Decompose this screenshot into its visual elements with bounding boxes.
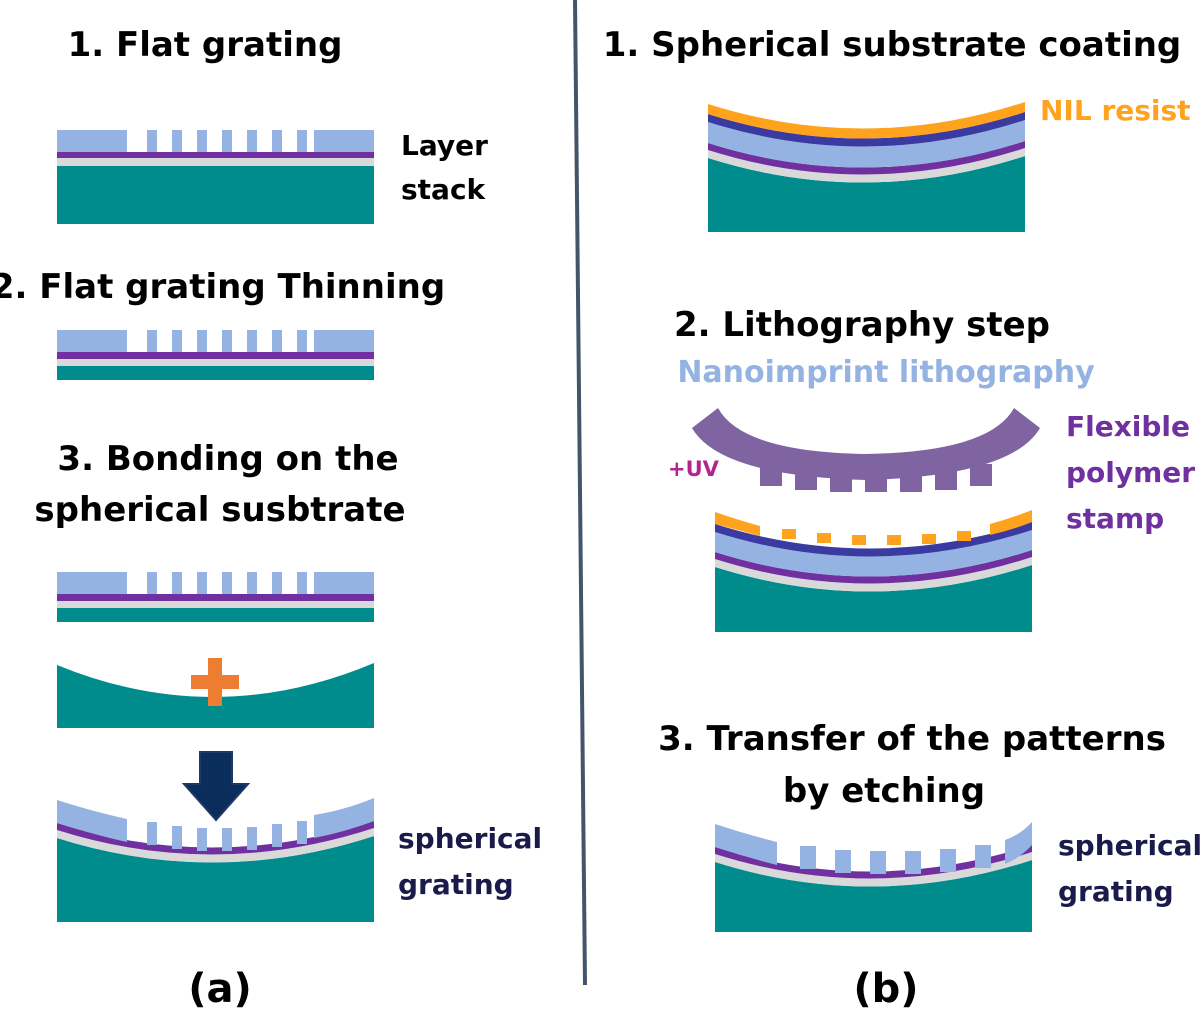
stamp-label: polymer [1066, 456, 1195, 489]
a-result-label: spherical [398, 822, 542, 855]
a-step2-title: 2. Flat grating Thinning [0, 267, 445, 307]
a-thinned-stack [57, 330, 374, 380]
a-result-label: grating [398, 868, 514, 901]
a-flat-stack [57, 130, 374, 224]
b-result-label: spherical [1058, 829, 1200, 862]
panel-label-a: (a) [188, 966, 252, 1012]
a-step3-title: spherical susbtrate [34, 490, 405, 530]
layer-stack-label: Layer [401, 129, 488, 162]
nil-resist-label: NIL resist [1040, 94, 1191, 127]
b-step3-title: 3. Transfer of the patterns [658, 719, 1166, 759]
b-step2-title: 2. Lithography step [674, 305, 1050, 345]
b-step1-title: 1. Spherical substrate coating [603, 25, 1182, 65]
nanoimprint-label: Nanoimprint lithography [677, 355, 1095, 390]
b-spherical-grating [715, 822, 1032, 932]
b-imprinted-substrate [715, 510, 1032, 632]
b-step3-title: by etching [783, 771, 985, 811]
plus-icon [191, 658, 239, 706]
stamp-label: stamp [1066, 502, 1164, 535]
a-step1-title: 1. Flat grating [68, 25, 343, 65]
panel-label-b: (b) [853, 966, 918, 1012]
panel-divider [573, 0, 587, 986]
a-spherical-substrate [57, 663, 374, 728]
polymer-stamp [692, 408, 1040, 492]
a-thinned-stack-bonding [57, 572, 374, 622]
b-result-label: grating [1058, 875, 1174, 908]
stamp-label: Flexible [1066, 410, 1190, 443]
layer-stack-label: stack [401, 173, 487, 206]
down-arrow-icon [181, 751, 251, 822]
b-coated-substrate [708, 102, 1025, 232]
uv-label: +UV [668, 457, 720, 481]
a-spherical-grating [57, 798, 374, 922]
a-step3-title: 3. Bonding on the [57, 439, 398, 479]
